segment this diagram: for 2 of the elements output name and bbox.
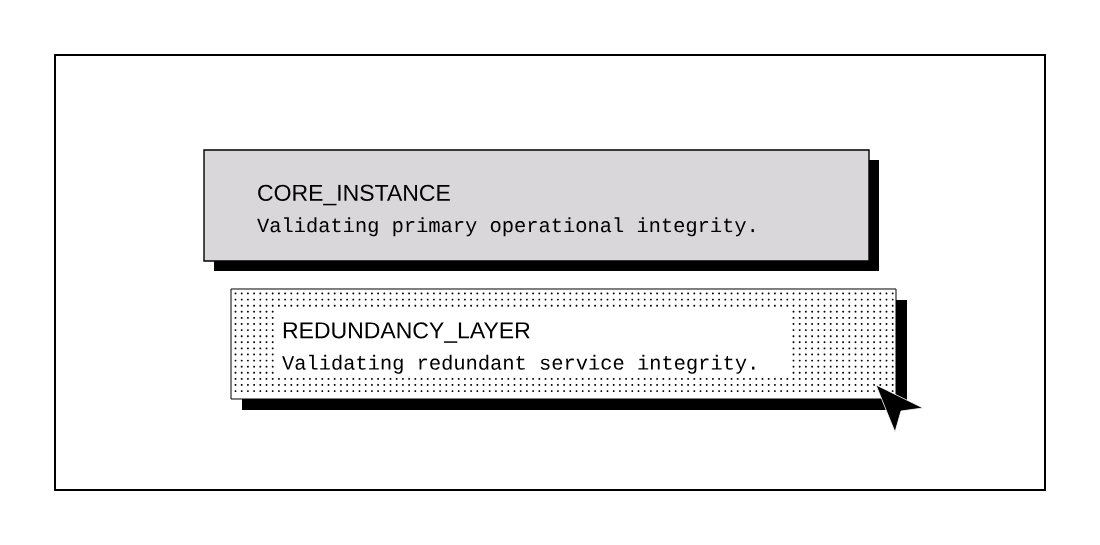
panel-box: CORE_INSTANCE Validating primary operational integrity. [203,149,879,271]
panel-box: REDUNDANCY_LAYER Validating redundant service integrity. [230,288,907,410]
